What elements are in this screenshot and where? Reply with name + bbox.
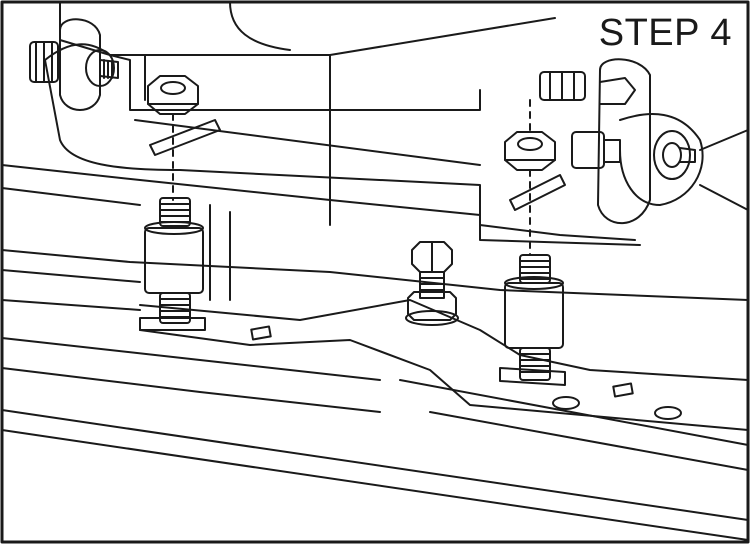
alignment-lines bbox=[172, 99, 531, 256]
step-label: STEP 4 bbox=[598, 12, 732, 54]
spacer-icon bbox=[504, 254, 564, 381]
bolt-icon bbox=[405, 241, 459, 326]
threaded-stud-icon bbox=[144, 197, 204, 324]
left-hinge bbox=[29, 18, 119, 111]
hex-nut-icon bbox=[504, 131, 556, 171]
hex-nut-icon bbox=[147, 75, 199, 115]
frame-rail bbox=[1, 164, 749, 541]
right-hinge bbox=[539, 58, 749, 225]
